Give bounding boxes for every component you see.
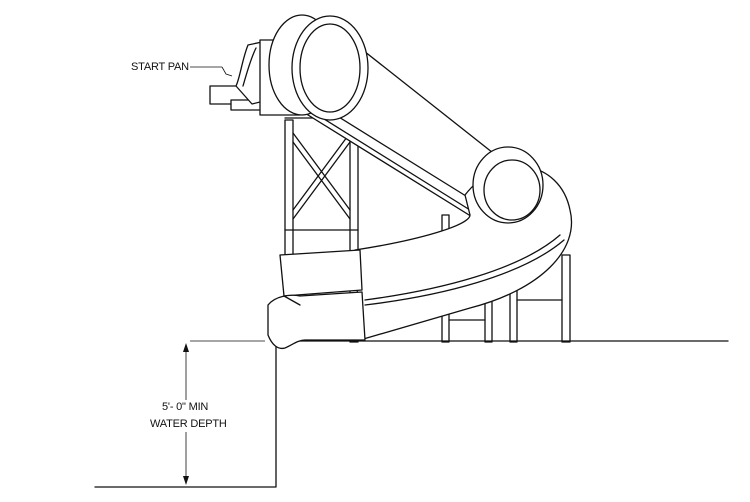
curved-tube	[354, 146, 573, 341]
water-depth-dimension	[183, 340, 265, 485]
water-depth-caption-label: WATER DEPTH	[150, 418, 227, 430]
start-pan-leader	[190, 66, 233, 77]
entry-flange	[268, 14, 369, 121]
exit-runout	[267, 249, 366, 350]
water-depth-value-label: 5'- 0" MIN	[162, 401, 209, 413]
pool-deck-line	[94, 340, 729, 488]
start-pan-label: START PAN	[131, 61, 189, 73]
